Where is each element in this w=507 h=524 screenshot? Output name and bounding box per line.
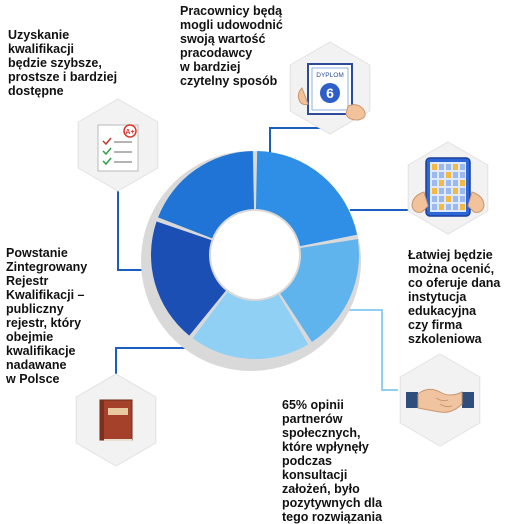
donut-segment-top-right [255,151,358,247]
label-partner-opinions: 65% opinii partnerów społecznych, które … [282,398,383,524]
donut-segment-top-left [158,151,255,239]
connector-diploma [269,127,330,160]
diploma-icon: DYPLOM 6 [297,63,366,121]
grade-text: A+ [125,129,134,136]
diploma-caption: DYPLOM [316,72,343,79]
donut-center [211,211,299,299]
tablet-icon [411,157,485,217]
donut-chart [150,151,360,359]
connector-handshake [340,309,398,391]
handshake-icon [406,388,474,413]
label-easier-assessment: Łatwiej będzie można ocenić, co oferuje … [408,248,501,346]
donut-segment-left [150,221,226,336]
donut-segment-right [280,239,360,343]
label-integrated-register: Powstanie Zintegrowany Rejestr Kwalifika… [6,246,88,386]
book-icon [99,399,133,441]
donut-segment-bottom [192,291,309,359]
label-employees-prove-value: Pracownicy będą mogli udowodnić swoją wa… [180,4,283,88]
diploma-number: 6 [326,85,334,101]
test-sheet-icon: A+ [97,124,139,172]
label-faster-qualification: Uzyskanie kwalifikacji będzie szybsze, p… [8,28,118,98]
